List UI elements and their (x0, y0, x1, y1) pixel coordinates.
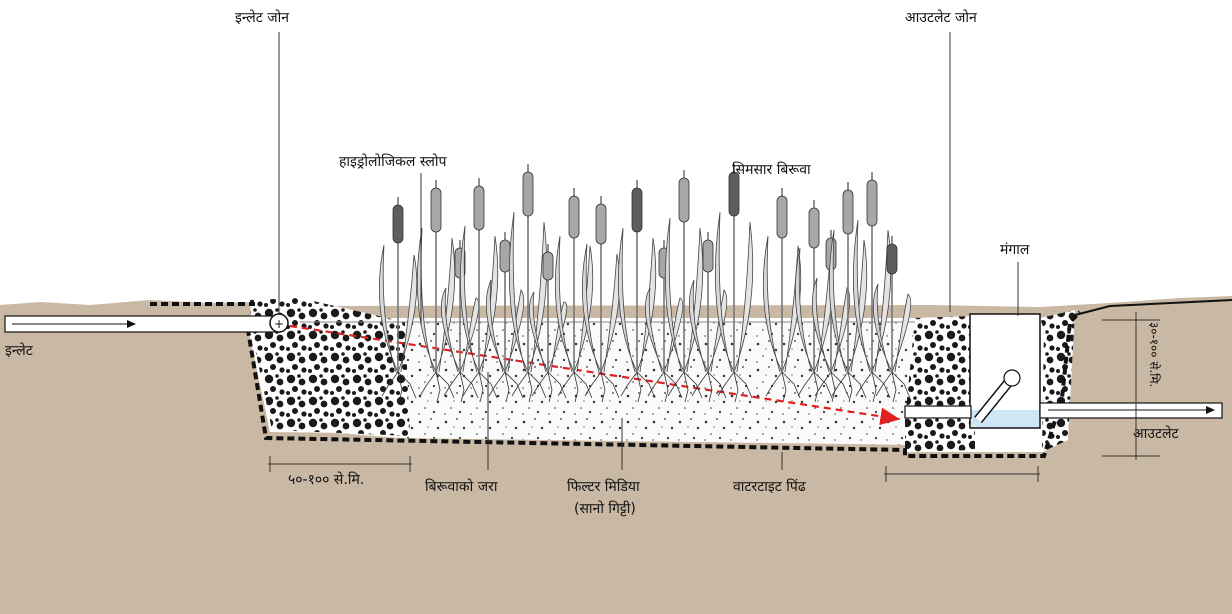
plant-leaf (644, 287, 665, 373)
inlet-distributor-plus: + (274, 317, 284, 331)
plant-leaf (397, 254, 418, 373)
label-manhole: मंगाल (1000, 242, 1030, 258)
plant-leaf (664, 217, 685, 373)
outlet-riser-head (1003, 369, 1021, 387)
cattail-head (886, 243, 898, 275)
cattail-head (542, 251, 554, 281)
plant-roots (381, 371, 417, 403)
cattail-head (631, 187, 643, 233)
plant-roots (620, 371, 656, 403)
cattail-head (702, 239, 714, 273)
label-wetland-plants: सिमसार बिरूवा (732, 161, 811, 178)
cattail-head (776, 195, 788, 239)
inlet-gravel-zone (250, 298, 410, 436)
cattail-head (473, 185, 485, 231)
plant-leaf (794, 247, 815, 373)
plant-roots (814, 371, 850, 403)
plant-leaf (528, 291, 549, 373)
label-hydraulic-slope: हाइड्रोलोजिकल स्लोप (339, 153, 447, 170)
plant-leaf (581, 243, 602, 373)
plant-leaf (811, 277, 832, 373)
plant-leaf (617, 227, 638, 373)
cattail-head (522, 171, 534, 217)
cattail-head (808, 207, 820, 249)
label-filter-media-2: (सानो गिट्टी) (574, 500, 636, 517)
cattail-head (392, 204, 404, 244)
plant-roots (647, 371, 683, 403)
plant-roots (443, 371, 479, 403)
plant-leaf (440, 287, 461, 373)
cattail-head (499, 239, 511, 273)
label-inlet-zone: इन्लेट जोन (235, 9, 289, 26)
label-outlet: आउटलेट (1133, 425, 1180, 442)
plant-roots (511, 371, 547, 403)
cattail-head (678, 177, 690, 223)
cattail-head (866, 179, 878, 227)
plant-roots (419, 371, 455, 403)
plant-leaf (688, 279, 709, 373)
plant-roots (531, 371, 567, 403)
plant-roots (765, 371, 801, 403)
plant-leaf (378, 244, 399, 373)
label-width: ५०-१०० से.मि. (288, 471, 364, 488)
label-watertight-base: वाटरटाइट पिंढ (733, 478, 807, 495)
plant-leaf (459, 225, 480, 373)
plant-leaf (435, 237, 456, 373)
collection-pipe (904, 405, 972, 419)
cattail-head (728, 171, 740, 217)
outlet-gravel-zone (905, 316, 975, 452)
plant-roots (875, 371, 911, 403)
plant-leaf (830, 286, 851, 373)
surface-liner-right (1074, 299, 1232, 316)
watertight-liner (244, 310, 1082, 458)
plant-leaf (828, 229, 849, 373)
cattail-head (568, 195, 580, 239)
plant-leaf (485, 279, 506, 373)
label-depth: ३०-१०० से.मि. (1147, 322, 1161, 387)
cattail-head (842, 189, 854, 235)
plant-leaf (714, 211, 735, 373)
plant-leaf (872, 283, 893, 373)
plant-roots (557, 371, 593, 403)
label-filter-media-1: फिल्टर मिडिया (567, 478, 640, 495)
plant-leaf (508, 211, 529, 373)
plant-roots (488, 371, 524, 403)
label-inlet: इन्लेट (5, 342, 34, 359)
label-outlet-zone: आउटलेट जोन (905, 9, 977, 26)
plant-leaf (852, 219, 873, 373)
filter-media-fine (300, 322, 915, 445)
plant-roots (831, 371, 867, 403)
plant-roots (584, 371, 620, 403)
plant-leaf (683, 227, 704, 373)
plant-leaf (707, 289, 728, 373)
cattail-head (430, 187, 442, 233)
plant-roots (855, 371, 891, 403)
plant-roots (462, 371, 498, 403)
plant-leaf (891, 293, 912, 373)
plant-leaf (554, 235, 575, 373)
plant-leaf (762, 235, 783, 373)
wetland-plants (378, 164, 912, 403)
plant-roots (691, 371, 727, 403)
plant-roots (717, 371, 753, 403)
plant-leaf (733, 221, 754, 373)
plant-roots (667, 371, 703, 403)
plant-roots (797, 371, 833, 403)
label-roots: बिरूवाको जरा (425, 478, 498, 495)
hydraulic-slope-arrow (289, 324, 901, 426)
outlet-riser-pipe-inner (975, 375, 1015, 423)
plant-leaf (600, 253, 621, 373)
cattail-head (595, 203, 607, 245)
